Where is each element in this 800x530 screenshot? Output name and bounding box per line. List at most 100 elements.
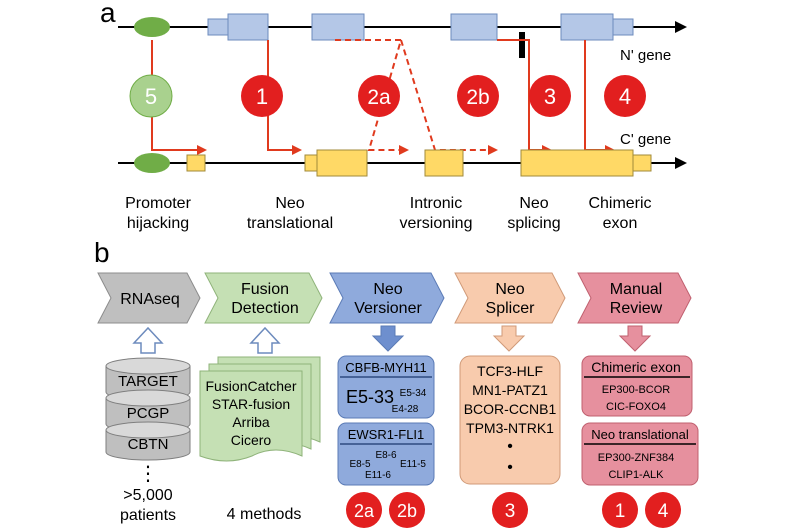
up-arrow-fusion: [249, 326, 281, 354]
panel-a-label: a: [100, 0, 116, 28]
c-gene-label: C' gene: [620, 131, 671, 148]
splicer-item: BCOR-CCNB1: [464, 401, 557, 417]
bottom-marker-1: [602, 492, 638, 528]
bottom-marker-3: [492, 492, 528, 528]
marker-2a-label: 2a: [367, 86, 391, 109]
review-chimeric-item: CIC-FOXO4: [606, 401, 666, 413]
bottom-marker-2a-label: 2a: [354, 501, 375, 521]
n-gene-exon: [227, 13, 269, 41]
review-chimeric-item: EP300-BCOR: [602, 384, 671, 396]
marker-5: [129, 74, 173, 118]
marker-3-label: 3: [544, 84, 556, 109]
bottom-marker-3-label: 3: [505, 501, 516, 522]
step-rnaseq-label: RNAseq: [120, 291, 180, 308]
method-fusioncatcher: FusionCatcher: [205, 378, 296, 394]
doc-front: [199, 370, 303, 462]
method-cicero: Cicero: [231, 432, 272, 448]
bottom-marker-4-label: 4: [658, 501, 669, 522]
bottom-markers: 2a 2b 3 1 4: [346, 492, 681, 528]
bottom-marker-4: [645, 492, 681, 528]
splicer-more-dot: •: [507, 438, 513, 455]
step-neo-versioner: [329, 272, 445, 324]
versioner-box-ewsr1: [337, 422, 435, 486]
ewsr1-variant-e11-6: E11-6: [365, 470, 391, 481]
step-rnaseq: [97, 272, 201, 324]
bottom-marker-2b-label: 2b: [397, 501, 417, 521]
down-arrow-versioner: [371, 325, 405, 352]
n-gene: N' gene: [118, 13, 687, 64]
c-gene-promoter: [134, 153, 170, 173]
review-box-neo-translational: [581, 422, 699, 486]
step-neo-splicer: [454, 272, 566, 324]
n-gene-exon: [311, 13, 365, 41]
splicer-box: [459, 355, 561, 485]
panel-b-label: b: [94, 237, 110, 268]
c-gene-exon: [520, 149, 634, 177]
review-results: Chimeric exon EP300-BCOR CIC-FOXO4 Neo t…: [581, 355, 699, 486]
step-manual-review: [577, 272, 692, 324]
n-gene-exon: [450, 13, 498, 41]
up-arrow-rnaseq: [132, 326, 164, 354]
db-cylinder: [105, 430, 191, 461]
versioner-box-cbfb: [337, 355, 435, 419]
splicer-item: TCF3-HLF: [477, 363, 543, 379]
versioner-results: CBFB-MYH11 E5-33 E5-34 E4-28 EWSR1-FLI1 …: [337, 355, 435, 486]
methods-count: 4 methods: [227, 506, 302, 523]
marker-1: [241, 75, 283, 117]
ewsr1-variant-e11-5: E11-5: [400, 459, 426, 470]
down-arrows: [132, 325, 652, 354]
marker-2b: [457, 75, 499, 117]
review-neo-translational-title: Neo translational: [591, 427, 689, 442]
method-arriba: Arriba: [232, 414, 270, 430]
splicer-more-dot: •: [507, 459, 513, 476]
c-gene-exon: [316, 149, 368, 177]
splicer-results: TCF3-HLF MN1-PATZ1 BCOR-CCNB1 TPM3-NTRK1…: [459, 355, 561, 485]
ewsr1-variant-e8-6: E8-6: [375, 450, 397, 461]
marker-2a: [358, 75, 400, 117]
db-target: TARGET: [118, 373, 178, 390]
fusion-methods-docs: FusionCatcher STAR-fusion Arriba Cicero …: [199, 356, 321, 523]
n-gene-exon: [207, 18, 229, 36]
c-gene-exon: [424, 149, 464, 177]
down-arrow-review: [618, 325, 652, 352]
review-neo-translational-item: CLIP1-ALK: [608, 469, 664, 481]
review-box-chimeric: [581, 355, 693, 417]
cbfb-myh11-title: CBFB-MYH11: [345, 360, 426, 375]
marker-3: [529, 75, 571, 117]
c-gene-exon: [186, 154, 206, 172]
bottom-marker-2b: [389, 492, 425, 528]
bottom-marker-1-label: 1: [615, 501, 626, 522]
mechanism-markers: 5 1 2a 2b 3 4: [129, 74, 646, 118]
c-gene-exon: [304, 154, 318, 172]
review-chimeric-title: Chimeric exon: [591, 359, 680, 375]
down-arrow-splicer: [492, 325, 526, 352]
splicer-item: MN1-PATZ1: [472, 382, 548, 398]
db-pcgp: PCGP: [127, 405, 170, 422]
marker-4: [604, 75, 646, 117]
n-gene-label: N' gene: [620, 47, 671, 64]
marker-2b-label: 2b: [466, 86, 489, 109]
splice-site-bar: [519, 32, 525, 58]
bottom-marker-2a: [346, 492, 382, 528]
ewsr1-fli1-title: EWSR1-FLI1: [348, 427, 425, 442]
ewsr1-variant-e8-5: E8-5: [349, 459, 371, 470]
db-ellipsis: ⋮: [138, 463, 158, 485]
method-star-fusion: STAR-fusion: [212, 396, 290, 412]
c-gene: C' gene: [118, 131, 687, 177]
marker-1-label: 1: [256, 84, 268, 109]
n-gene-exon: [560, 13, 614, 41]
